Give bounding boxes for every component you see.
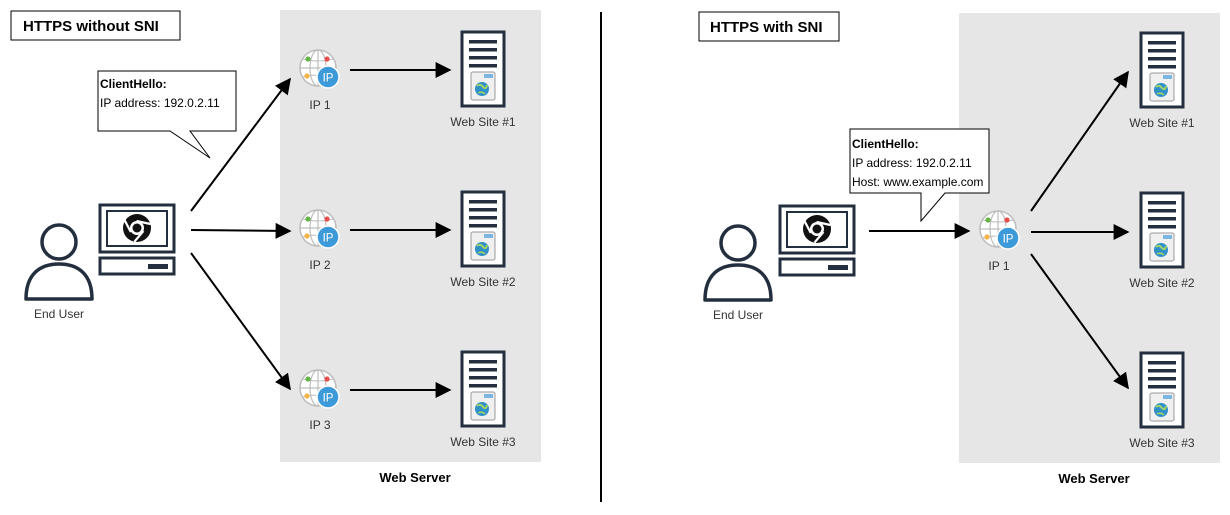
client-hello-callout-left [97, 70, 237, 159]
end-user-label-left: End User [34, 307, 84, 321]
web-server-label-left: Web Server [379, 470, 450, 485]
callout-heading-left: ClientHello: [100, 77, 167, 91]
callout-line-left-1: IP address: 192.0.2.11 [100, 96, 220, 110]
site-label-left-1: Web Site #1 [450, 115, 515, 129]
computer-icon [778, 204, 856, 277]
callout-heading-right: ClientHello: [852, 137, 919, 151]
web-server-label-right: Web Server [1058, 471, 1129, 486]
title-left: HTTPS without SNI [23, 18, 159, 35]
title-box-right [698, 11, 840, 42]
arrow-ip-to-site3 [1030, 253, 1129, 390]
server-icon [1139, 351, 1185, 429]
arrow-ip-to-site1 [1030, 70, 1129, 212]
arrow-to-ip2 [190, 222, 292, 239]
server-icon [460, 350, 506, 428]
ip-label-left-3: IP 3 [309, 418, 330, 432]
arrow-to-ip1 [190, 77, 291, 212]
computer-icon [98, 203, 176, 276]
server-icon [460, 30, 506, 108]
server-icon [460, 190, 506, 268]
site-label-left-2: Web Site #2 [450, 275, 515, 289]
callout-line-right-2: Host: www.example.com [852, 175, 983, 189]
site-label-left-3: Web Site #3 [450, 435, 515, 449]
server-icon [1139, 191, 1185, 269]
title-right: HTTPS with SNI [710, 19, 823, 36]
ip-label-left-2: IP 2 [309, 258, 330, 272]
site-label-right-1: Web Site #1 [1129, 116, 1194, 130]
user-icon [24, 223, 94, 301]
ip-label-left-1: IP 1 [309, 98, 330, 112]
site-label-right-3: Web Site #3 [1129, 436, 1194, 450]
server-icon [1139, 31, 1185, 109]
end-user-label-right: End User [713, 308, 763, 322]
client-hello-callout-right [849, 128, 990, 223]
title-box-left [10, 10, 181, 41]
user-icon [703, 224, 773, 302]
callout-line-right-1: IP address: 192.0.2.11 [852, 156, 972, 170]
arrow-to-ip3 [190, 252, 291, 391]
site-label-right-2: Web Site #2 [1129, 276, 1194, 290]
ip-label-right: IP 1 [988, 259, 1009, 273]
